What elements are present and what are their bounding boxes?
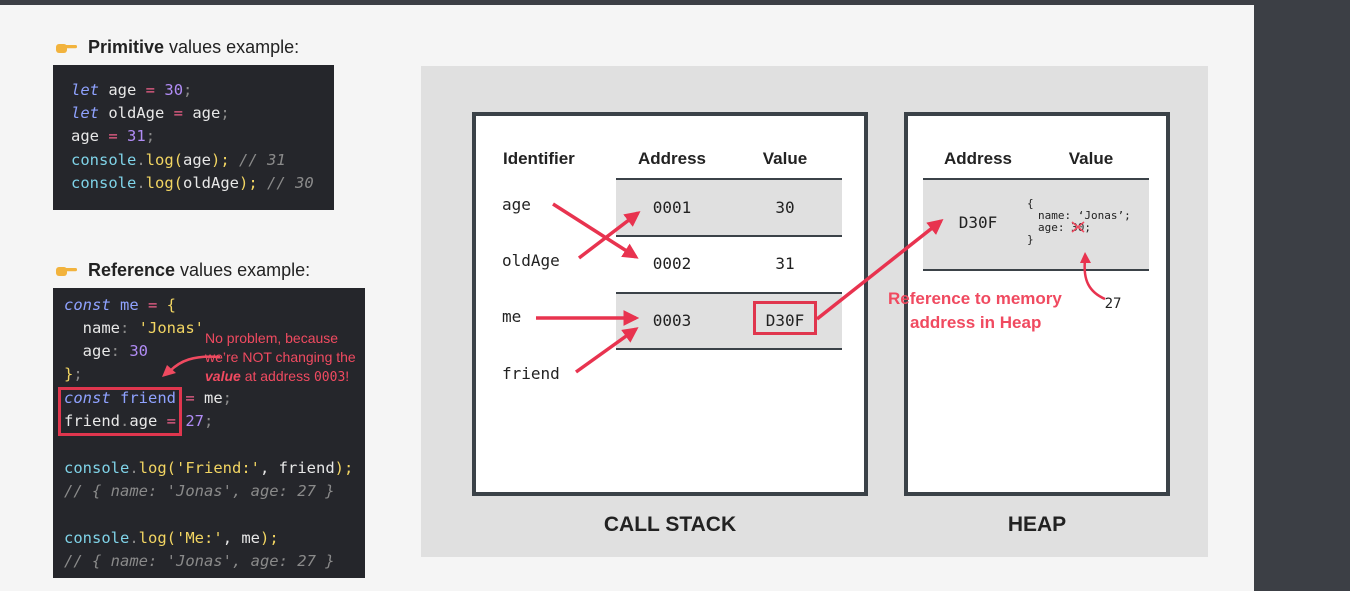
arrow-head xyxy=(1080,252,1091,263)
arrow-friend-to-0003 xyxy=(574,327,639,374)
code-line: let age = 30; xyxy=(71,81,193,99)
code-line: const friend = me; xyxy=(64,389,233,407)
address-header: Address xyxy=(637,149,707,168)
code-line: friend.age = 27; xyxy=(64,412,214,430)
heap-value-header: Value xyxy=(1068,149,1114,168)
reference-code-block: const me = { name: 'Jonas', age: 30 }; c… xyxy=(53,288,365,578)
identifier-friend: friend xyxy=(502,364,560,383)
value-cell: 31 xyxy=(775,254,795,273)
code-comment: // { name: 'Jonas', age: 27 } xyxy=(64,482,335,500)
heap-row xyxy=(923,179,1149,269)
heap-old-age: 30 xyxy=(1071,221,1085,234)
primitive-code-block: let age = 30; let oldAge = age; age = 31… xyxy=(53,65,334,210)
address-cell: 0002 xyxy=(652,254,692,273)
primitive-heading: Primitive values example: xyxy=(88,37,300,57)
arrow-oldage-to-0001 xyxy=(577,211,641,260)
address-row xyxy=(616,179,842,235)
memory-diagram-panel: Identifier Address Value age oldAge me f… xyxy=(421,66,1208,557)
reference-heading: Reference values example: xyxy=(88,260,311,280)
address-cell: 0003 xyxy=(652,311,692,330)
code-line: age = 31; xyxy=(71,127,156,145)
row-divider xyxy=(616,292,842,294)
heap-address-header: Address xyxy=(943,149,1013,168)
pointing-hand-icon xyxy=(56,44,77,53)
annotation-text: No problem, because we’re NOT changing t… xyxy=(205,329,362,387)
annotation-arrow xyxy=(162,355,221,377)
heap-address-cell: D30F xyxy=(958,213,998,232)
row-divider xyxy=(616,235,842,237)
highlight-box xyxy=(753,301,817,335)
code-line: name: 'Jonas', xyxy=(64,319,214,337)
value-cell: 30 xyxy=(775,198,795,217)
heap-label: HEAP xyxy=(1007,513,1067,536)
row-divider xyxy=(616,178,842,180)
identifier-age: age xyxy=(502,195,531,214)
row-divider xyxy=(616,348,842,350)
code-line: }; xyxy=(64,365,83,383)
row-divider xyxy=(923,178,1149,180)
strikethrough-x xyxy=(1071,221,1085,233)
highlight-box xyxy=(58,387,182,436)
pointing-hand-icon xyxy=(56,267,77,276)
identifier-header: Identifier xyxy=(503,149,575,168)
code-line: console.log(oldAge); // 30 xyxy=(71,174,314,192)
arrows-layer xyxy=(536,202,1106,374)
heap-object: {name: ‘Jonas’;age: 30;} xyxy=(1027,197,1131,246)
code-line: console.log('Me:', me); xyxy=(64,529,279,547)
call-stack-box: Identifier Address Value age oldAge me f… xyxy=(472,112,868,496)
identifier-me: me xyxy=(502,307,522,326)
arrow-age-to-0002 xyxy=(552,202,639,259)
code-line: const me = { xyxy=(64,296,177,314)
code-line: console.log(age); // 31 xyxy=(71,151,286,169)
row-divider xyxy=(923,269,1149,271)
arrow-27-to-age xyxy=(1083,259,1106,301)
code-line: age: 30 xyxy=(64,342,149,360)
value-cell: D30F xyxy=(765,311,805,330)
identifier-oldage: oldAge xyxy=(502,251,560,270)
code-line: console.log('Friend:', friend); xyxy=(64,459,354,477)
heap-box: Address Value D30F {name: ‘Jonas’;age: 3… xyxy=(904,112,1170,496)
address-cell: 0001 xyxy=(652,198,692,217)
new-age-value: 27 xyxy=(1104,296,1122,312)
reference-label: Reference to memory address in Heap xyxy=(888,289,1062,332)
value-header: Value xyxy=(762,149,808,168)
arrow-d30f-to-heap xyxy=(815,219,944,321)
code-comment: // { name: 'Jonas', age: 27 } xyxy=(64,552,335,570)
slide: Primitive values example: let age = 30; … xyxy=(0,5,1254,591)
code-line: let oldAge = age; xyxy=(71,104,230,122)
call-stack-label: CALL STACK xyxy=(603,513,737,536)
